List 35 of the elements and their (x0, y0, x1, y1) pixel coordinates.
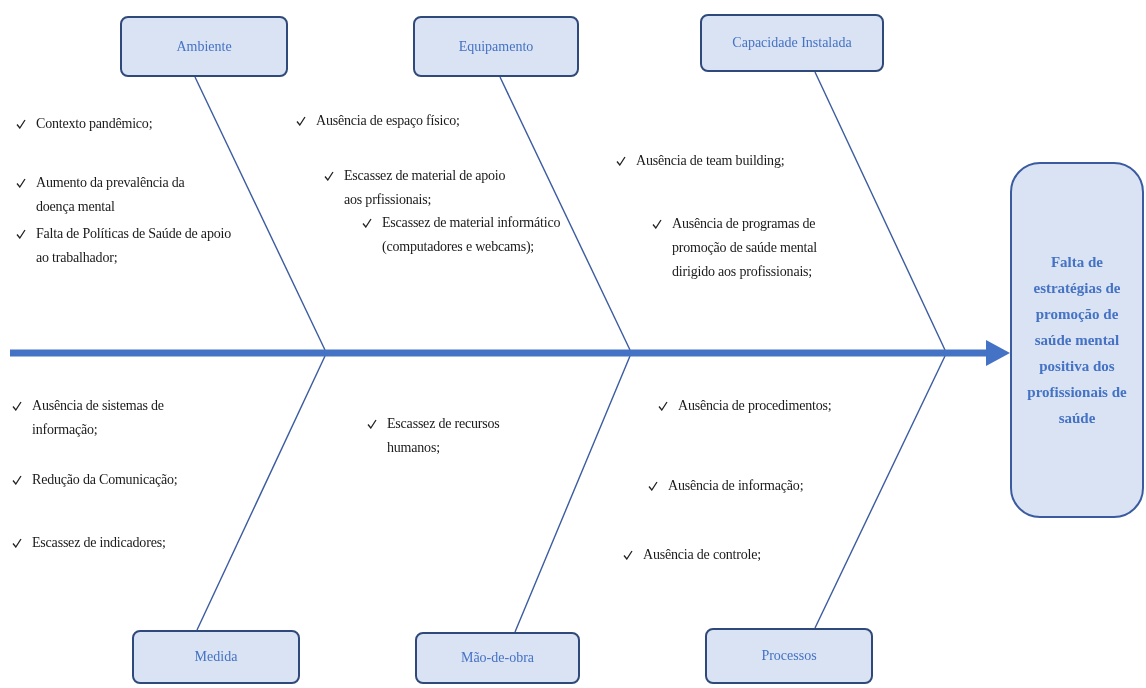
cause-text: Escassez de material de apoio aos prfissionais; (344, 167, 507, 209)
category-box (700, 14, 884, 72)
bone-line (814, 71, 946, 351)
category-label: Ambiente (176, 37, 232, 56)
cause-text: Ausência de espaço físico; (316, 112, 461, 130)
cause-text: Ausência de sistemas de informação; (32, 397, 165, 439)
cause-text: Escassez de recursos humanos; (387, 415, 501, 457)
bone-line (196, 355, 326, 631)
effect-box (1010, 162, 1144, 518)
cause-text: Escassez de indicadores; (32, 534, 167, 552)
category-label: Capacidade Instalada (732, 34, 852, 52)
effect-label: Falta de estratégias de promoção de saúde mental positiva dos profissionais de saúde (1026, 253, 1128, 428)
cause-text: Ausência de informação; (668, 477, 805, 495)
category-box (413, 16, 579, 77)
cause-text: Redução da Comunicação; (32, 471, 179, 489)
cause-text: Ausência de controle; (643, 546, 762, 564)
category-box (132, 630, 300, 684)
cause-text: Falta de Políticas de Saúde de apoio ao trabalhador; (36, 225, 232, 267)
category-box (705, 628, 873, 684)
category-label: Processos (761, 647, 817, 665)
bone-line (514, 355, 631, 633)
cause-text: Ausência de team building; (636, 152, 786, 170)
category-box (120, 16, 288, 77)
cause-text: Ausência de procedimentos; (678, 397, 833, 415)
cause-text: Aumento da prevalência da doença mental (36, 174, 186, 216)
bone-line (814, 355, 946, 629)
bone-line (194, 76, 326, 351)
category-label: Mão-de-obra (460, 649, 535, 667)
bone-line (499, 76, 631, 351)
category-label: Medida (194, 648, 238, 666)
category-label: Equipamento (458, 37, 534, 56)
category-box (415, 632, 580, 684)
cause-text: Contexto pandêmico; (36, 115, 154, 133)
cause-text: Escassez de material informático (computadores e webcams); (382, 214, 562, 256)
cause-text: Ausência de programas de promoção de saúde mental dirigido aos profissionais; (672, 215, 818, 281)
